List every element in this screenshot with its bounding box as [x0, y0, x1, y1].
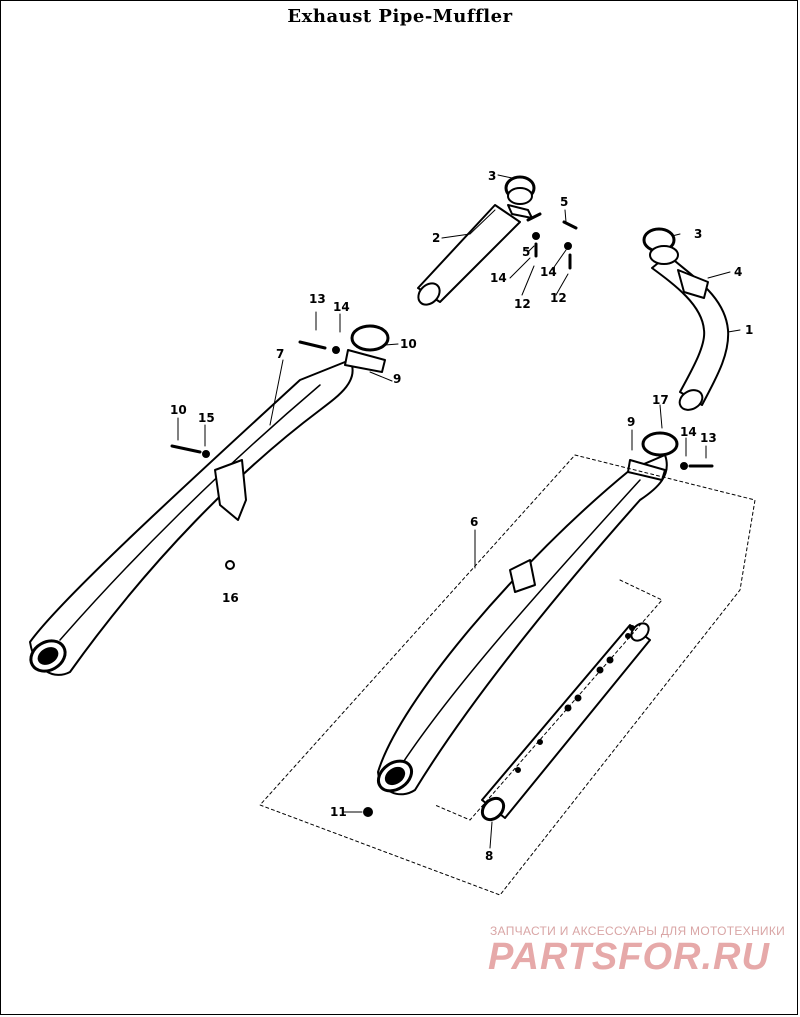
callout-12: 12	[514, 297, 531, 311]
hardware-mufflers	[170, 340, 714, 817]
callout-13: 13	[700, 431, 717, 445]
callout-14: 14	[333, 300, 350, 314]
callout-1: 1	[745, 323, 753, 337]
callout-14: 14	[680, 425, 697, 439]
callout-9: 9	[627, 415, 635, 429]
callout-16: 16	[222, 591, 239, 605]
callout-9: 9	[393, 372, 401, 386]
callout-14: 14	[490, 271, 507, 285]
callout-10: 10	[170, 403, 187, 417]
callout-13: 13	[309, 292, 326, 306]
callout-8: 8	[485, 849, 493, 863]
assembly-outlines	[259, 454, 756, 896]
baffle-insert	[480, 622, 651, 822]
muffler-right	[376, 431, 679, 796]
exhaust-pipe-right	[642, 227, 730, 411]
callout-4: 4	[734, 265, 742, 279]
callout-15: 15	[198, 411, 215, 425]
muffler-left	[29, 324, 390, 676]
watermark-tagline: ЗАПЧАСТИ И АКСЕССУАРЫ ДЛЯ МОТОТЕХНИКИ	[490, 924, 786, 938]
callout-17: 17	[652, 393, 669, 407]
callout-3: 3	[694, 227, 702, 241]
callout-14: 14	[540, 265, 557, 279]
callout-5: 5	[522, 245, 530, 259]
callout-7: 7	[276, 347, 284, 361]
diagram-title: Exhaust Pipe-Muffler	[287, 6, 513, 27]
watermark-logo: PARTSFOR.RU	[488, 936, 770, 978]
callout-12: 12	[550, 291, 567, 305]
callout-5: 5	[560, 195, 568, 209]
callout-2: 2	[432, 231, 440, 245]
callout-6: 6	[470, 515, 478, 529]
exhaust-pipe-left	[417, 175, 536, 306]
leader-lines	[177, 174, 741, 849]
callout-labels: 1 2 3 3 4 5 5 6 7 8 9 9 10 10 11 12 12 1…	[170, 169, 753, 863]
hardware-pipes	[526, 212, 578, 270]
callout-3: 3	[488, 169, 496, 183]
callout-10: 10	[400, 337, 417, 351]
callout-11: 11	[330, 805, 347, 819]
